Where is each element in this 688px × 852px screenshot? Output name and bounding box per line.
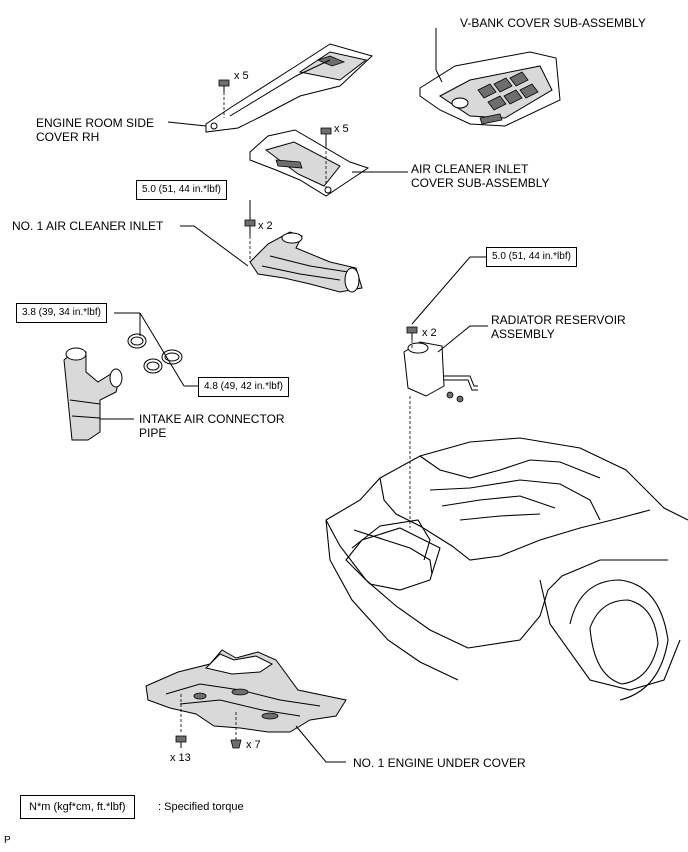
- engine-room-side-cover-label-line1: ENGINE ROOM SIDE: [36, 116, 155, 130]
- intake-air-connector-label-line2: PIPE: [139, 426, 167, 440]
- connector-clamp-upper-torque: 3.8 (39, 34 in.*lbf): [16, 303, 107, 323]
- inlet-cover-bolt-qty: x 5: [334, 123, 349, 135]
- air-cleaner-inlet-torque: 5.0 (51, 44 in.*lbf): [136, 180, 227, 200]
- reservoir-bolt-qty: x 2: [422, 327, 437, 339]
- vehicle-front-drawing: [325, 437, 688, 701]
- air-cleaner-inlet-cover-label-line1: AIR CLEANER INLET: [411, 162, 529, 176]
- radiator-reservoir-label-line1: RADIATOR RESERVOIR: [491, 313, 626, 327]
- air-cleaner-inlet-cover-drawing: [249, 129, 370, 197]
- air-cleaner-inlet-bolt-qty: x 2: [258, 220, 273, 232]
- radiator-reservoir-label-line2: ASSEMBLY: [491, 327, 555, 341]
- air-cleaner-inlet-cover-label-line2: COVER SUB-ASSEMBLY: [411, 176, 550, 190]
- under-cover-bolt-qty: x 13: [170, 752, 191, 764]
- no1-air-cleaner-inlet-label: NO. 1 AIR CLEANER INLET: [12, 219, 164, 233]
- torque-legend-box: N*m (kgf*cm, ft.*lbf): [20, 795, 135, 819]
- no1-engine-under-cover-drawing: [145, 649, 347, 733]
- connector-clamp-lower-torque: 4.8 (49, 42 in.*lbf): [198, 377, 289, 397]
- under-cover-clip-qty: x 7: [246, 739, 261, 751]
- radiator-reservoir-torque: 5.0 (51, 44 in.*lbf): [486, 247, 577, 267]
- torque-legend-description: : Specified torque: [158, 801, 244, 813]
- radiator-reservoir-drawing: [403, 341, 478, 403]
- v-bank-cover-label: V-BANK COVER SUB-ASSEMBLY: [460, 16, 646, 30]
- intake-air-connector-label-line1: INTAKE AIR CONNECTOR: [139, 412, 285, 426]
- figure-code: P: [4, 835, 11, 846]
- intake-air-connector-drawing: [63, 333, 183, 441]
- v-bank-cover-drawing: [419, 51, 561, 127]
- engine-room-side-cover-label-line2: COVER RH: [36, 130, 100, 144]
- side-cover-bolt-qty: x 5: [234, 70, 249, 82]
- no1-engine-under-cover-label: NO. 1 ENGINE UNDER COVER: [353, 756, 526, 770]
- engine-room-side-cover-drawing: [205, 43, 373, 133]
- no1-air-cleaner-inlet-drawing: [249, 231, 363, 293]
